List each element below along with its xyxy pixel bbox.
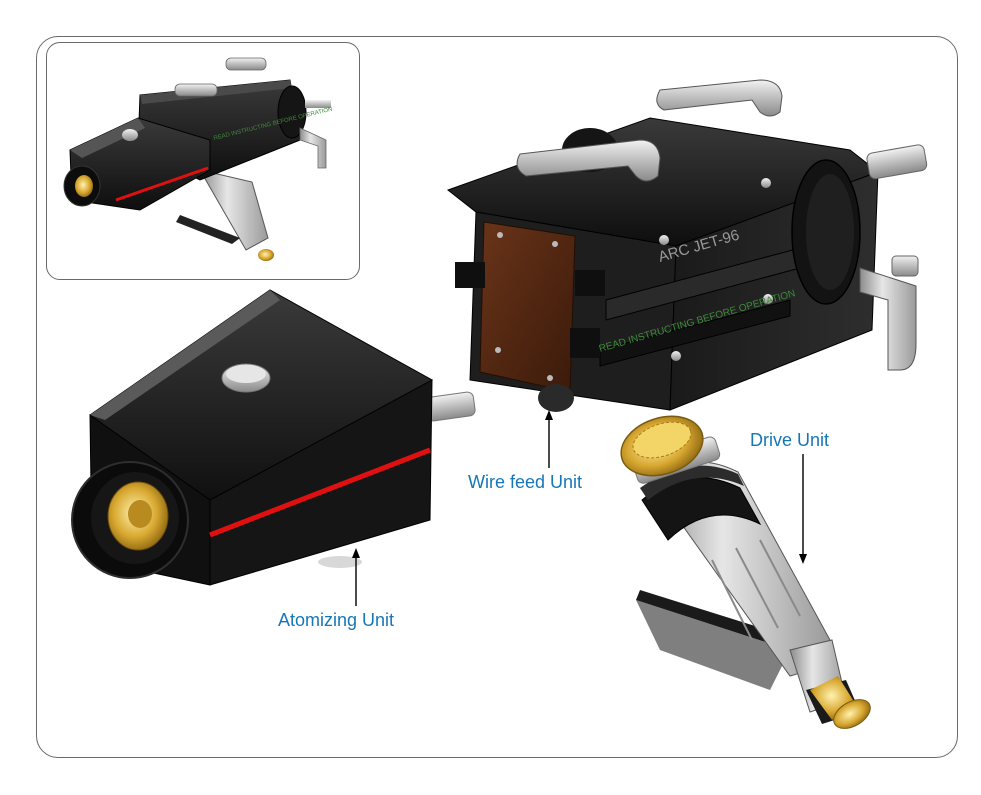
drive-unit-drawing	[620, 415, 871, 729]
atomizing-unit-drawing	[71, 289, 476, 586]
leader-lines	[352, 410, 807, 606]
drive-unit-label: Drive Unit	[750, 430, 830, 450]
inset-assembly-drawing: READ INSTRUCTING BEFORE OPERATION	[63, 57, 333, 261]
wire-feed-unit-drawing: ARC JET-96 READ INSTRUCTING BEFORE OPERA…	[446, 79, 928, 412]
atomizing-unit-label: Atomizing Unit	[278, 610, 395, 630]
wire-feed-unit-label: Wire feed Unit	[468, 472, 583, 492]
